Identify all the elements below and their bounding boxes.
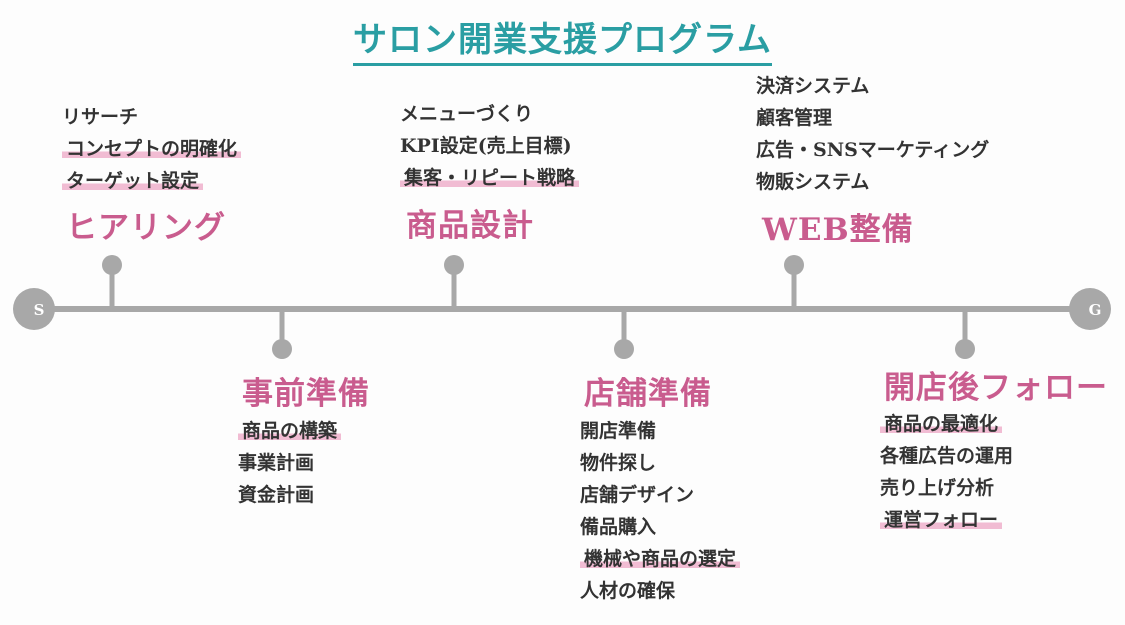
stage-3-items: メニューづくり KPI設定(売上目標) 集客・リピート戦略 (400, 98, 580, 194)
goal-marker (1069, 288, 1111, 330)
stage-6-item-4: 運営フォロー (880, 504, 1013, 536)
stage-2-title: 事前準備 (242, 376, 370, 412)
stage-4-item-5: 機械や商品の選定 (580, 543, 741, 575)
stage-5-item-1: 決済システム (756, 75, 870, 97)
stage-6-items: 商品の最適化 各種広告の運用 売り上げ分析 運営フォロー (880, 408, 1013, 536)
node-stage-5 (784, 255, 804, 275)
start-label: S (34, 301, 45, 319)
stage-4-title: 店舗準備 (584, 376, 712, 412)
stage-6-item-3: 売り上げ分析 (880, 477, 995, 499)
start-marker (13, 288, 55, 330)
stage-3-title: 商品設計 (406, 208, 534, 244)
page-title: サロン開業支援プログラム (0, 12, 1125, 66)
stage-1-item-1: リサーチ (62, 106, 139, 128)
stage-2-item-3: 資金計画 (238, 484, 315, 506)
stage-4-items: 開店準備 物件探し 店舗デザイン 備品購入 機械や商品の選定 人材の確保 (580, 415, 741, 607)
stage-5-item-4: 物販システム (756, 171, 870, 193)
stage-5-item-3: 広告・SNSマーケティング (756, 139, 990, 161)
stage-1-item-2: コンセプトの明確化 (62, 133, 242, 165)
stage-4-item-1: 開店準備 (580, 420, 657, 442)
stage-4-item-6: 人材の確保 (580, 580, 676, 602)
stage-2-items: 商品の構築 事業計画 資金計画 (238, 415, 342, 511)
stage-5-title: WEB整備 (762, 212, 914, 248)
stage-4-item-4: 備品購入 (580, 516, 657, 538)
node-stage-2 (272, 339, 292, 359)
node-stage-1 (102, 255, 122, 275)
stage-3-item-3: 集客・リピート戦略 (400, 162, 580, 194)
goal-label: G (1089, 301, 1102, 319)
stage-4-item-3: 店舗デザイン (580, 484, 695, 506)
stage-1-title: ヒアリング (66, 210, 226, 246)
stage-3-item-2: KPI設定(売上目標) (400, 135, 572, 157)
stage-6-item-2: 各種広告の運用 (880, 445, 1014, 467)
stage-1-items: リサーチ コンセプトの明確化 ターゲット設定 (62, 101, 242, 197)
node-stage-3 (444, 255, 464, 275)
stage-2-item-1: 商品の構築 (238, 415, 342, 447)
stage-3-item-1: メニューづくり (400, 103, 534, 125)
node-stage-6 (955, 339, 975, 359)
stage-2-item-2: 事業計画 (238, 452, 315, 474)
stage-5-item-2: 顧客管理 (756, 107, 833, 129)
stage-1-item-3: ターゲット設定 (62, 165, 241, 197)
stage-4-item-2: 物件探し (580, 452, 657, 474)
node-stage-4 (614, 339, 634, 359)
stage-5-items: 決済システム 顧客管理 広告・SNSマーケティング 物販システム (756, 70, 989, 198)
stage-6-title: 開店後フォロー (884, 370, 1108, 406)
stage-6-item-1: 商品の最適化 (880, 408, 1013, 440)
